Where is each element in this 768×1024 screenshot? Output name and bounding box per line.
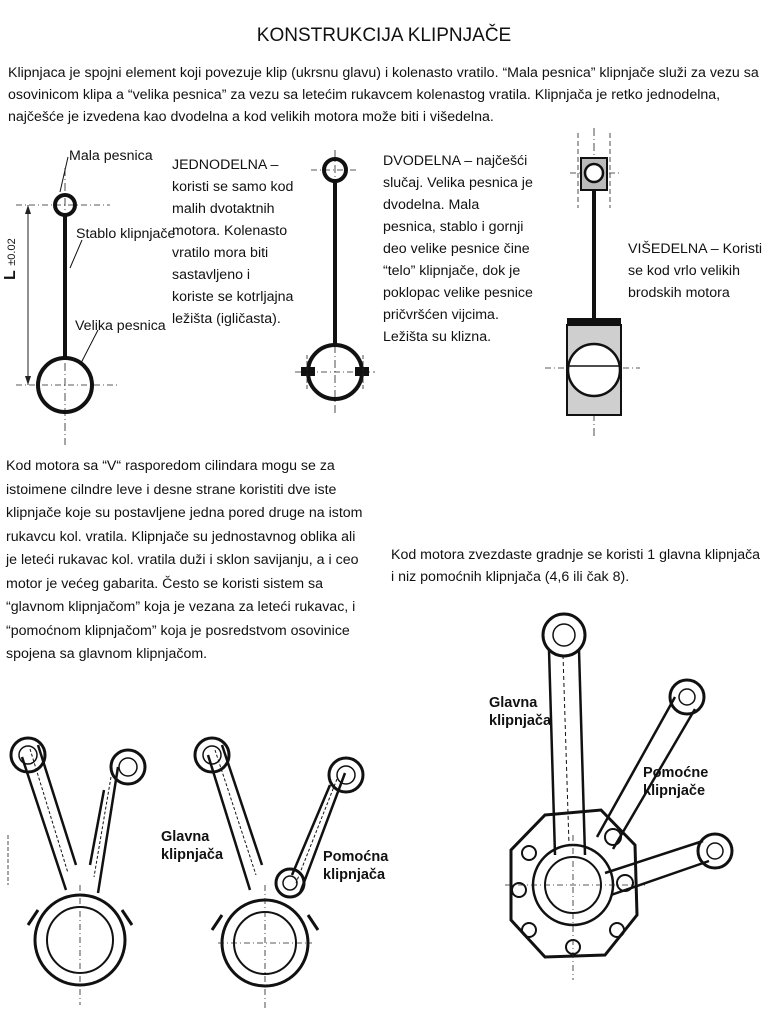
visedelna-text: VIŠEDELNA – Koristi se kod vrlo velikih …: [628, 241, 763, 301]
v-label-pomocna: Pomoćna klipnjača: [323, 848, 388, 884]
v-label-pomocna-line1: Pomoćna: [323, 849, 389, 865]
dimension-l: L: [2, 270, 19, 280]
intro-paragraph: Klipnjaca je spojni element koji povezuj…: [8, 65, 759, 125]
v-label-glavna: Glavna klipnjača: [161, 828, 223, 864]
page-title: KONSTRUKCIJA KLIPNJAČE: [256, 25, 512, 46]
jednodelna-text: JEDNODELNA – koristi se samo kod malih d…: [172, 157, 294, 327]
label-stablo-klipnjace: Stablo klipnjače: [76, 226, 176, 242]
two-piece-rod-drawing: [295, 150, 375, 415]
v-label-pomocna-line2: klipnjača: [323, 867, 386, 883]
dimension-tolerance: ±0.02: [6, 238, 18, 266]
star-label-glavna: Glavna klipnjača: [489, 694, 551, 730]
label-velika-pesnica: Velika pesnica: [75, 318, 166, 334]
multi-piece-rod-drawing: [545, 128, 640, 438]
star-engine-rods-drawing: [505, 612, 734, 980]
v-label-glavna-line2: klipnjača: [161, 847, 224, 863]
v-label-glavna-line1: Glavna: [161, 829, 210, 845]
star-label-glavna-line2: klipnjača: [489, 713, 552, 729]
v-engine-rods-drawing: [7, 736, 365, 1010]
v-motor-paragraph: Kod motora sa “V“ rasporedom cilindara m…: [6, 458, 363, 662]
dimension-label: L ±0.02: [2, 238, 20, 280]
star-label-glavna-line1: Glavna: [489, 695, 538, 711]
dvodelna-text: DVODELNA – najčešći slučaj. Velika pesni…: [383, 153, 533, 345]
star-label-pomocne: Pomoćne klipnjače: [643, 764, 708, 800]
star-label-pomocne-line1: Pomoćne: [643, 765, 709, 781]
star-engine-paragraph: Kod motora zvezdaste gradnje se koristi …: [391, 547, 761, 585]
label-mala-pesnica: Mala pesnica: [69, 148, 153, 164]
single-rod-drawing: [16, 156, 120, 445]
star-label-pomocne-line2: klipnjače: [643, 783, 706, 799]
